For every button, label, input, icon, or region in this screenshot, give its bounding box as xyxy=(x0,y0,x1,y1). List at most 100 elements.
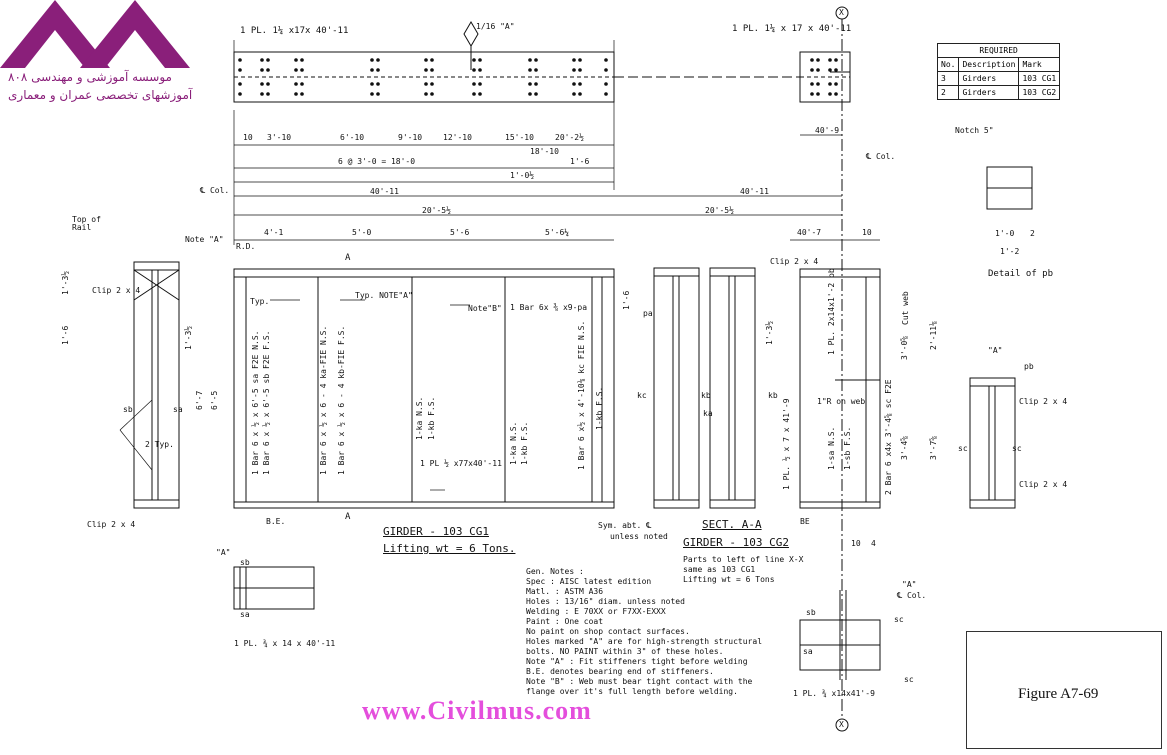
note-line: Spec : AISC latest edition xyxy=(526,577,652,586)
col-mark: Mark xyxy=(1018,57,1061,72)
bolt-hole xyxy=(816,92,820,96)
pb-caption: Detail of pb xyxy=(988,269,1054,279)
cell: 103 CG2 xyxy=(1018,85,1061,100)
bolt-hole xyxy=(266,68,270,72)
note-line: Matl. : ASTM A36 xyxy=(526,587,604,596)
bolt-hole xyxy=(816,68,820,72)
r-on-web-label: 1"R on web xyxy=(817,397,866,406)
bolt-hole xyxy=(478,68,482,72)
title-sect: SECT. A-A xyxy=(702,518,762,531)
top-of-rail-label: Top of Rail xyxy=(72,215,101,232)
bolt-hole xyxy=(260,68,264,72)
company-logo: موسسه آموزشی و مهندسی ۸۰۸ آموزشهای تخصصی… xyxy=(0,0,200,110)
cut-web-label: Cut web xyxy=(901,291,910,325)
sb-label: sb xyxy=(123,405,133,414)
pl-bottom-right-label: 1 PL. ¾ x14x41'-9 xyxy=(793,689,875,698)
dim: 10 xyxy=(851,539,861,548)
note-b-label: Note"B" xyxy=(468,304,502,313)
figure-label: Figure A7-69 xyxy=(1018,686,1099,702)
kb-label: kb xyxy=(768,391,778,400)
pl-77-label: 1 PL ½ x77x40'-11 xyxy=(420,459,502,468)
dim: 40'-9 xyxy=(815,126,840,135)
girder-cg2-end xyxy=(799,268,881,509)
bolt-hole xyxy=(810,68,814,72)
required-table: REQUIRED No. Description Mark 3 Girders … xyxy=(936,43,1061,100)
dim-vert: 1'-3½ xyxy=(184,325,193,350)
right-section xyxy=(969,377,1016,509)
typ-note-a-label: Typ. NOTE"A" xyxy=(355,291,413,300)
sa-label: sa xyxy=(240,610,250,619)
bar-f2e-label: 2 Bar 6 x4x 3'-4⅝ sc F2E xyxy=(884,379,893,495)
bolt-hole xyxy=(528,68,532,72)
sa-label: sa xyxy=(173,405,183,414)
rd-label: R.D. xyxy=(236,242,256,251)
grid-line-x xyxy=(835,6,849,732)
section-cut-label: A xyxy=(345,512,351,522)
bolt-hole xyxy=(300,92,304,96)
bolt-hole xyxy=(430,82,434,86)
bolt-hole xyxy=(828,92,832,96)
pl-bottom-label: 1 PL. ¾ x 14 x 40'-11 xyxy=(234,639,336,648)
bolt-hole xyxy=(472,92,476,96)
a-tag: "A" xyxy=(988,346,1003,355)
bolt-hole xyxy=(238,58,242,62)
bolt-hole xyxy=(534,92,538,96)
bolt-hole xyxy=(424,82,428,86)
bolt-hole xyxy=(472,82,476,86)
bolt-hole xyxy=(266,58,270,62)
clip-label: Clip 2 x 4 xyxy=(1019,480,1068,489)
dim-vert: 1'-6 xyxy=(61,325,70,345)
dim-vert: 1'-3½ xyxy=(61,270,70,295)
bolt-hole xyxy=(376,92,380,96)
unless-label: unless noted xyxy=(610,532,668,541)
bolt-hole xyxy=(424,58,428,62)
kb-fs-label: 1-kb F.S. xyxy=(520,421,529,465)
col-desc: Description xyxy=(958,57,1020,72)
cell: 2 xyxy=(936,85,960,100)
bolt-hole xyxy=(472,68,476,72)
bolt-hole xyxy=(260,58,264,62)
dim: 3'-10 xyxy=(267,133,292,142)
kc-bar-label: 1 Bar 6 x½ x 4'-10⅛ kc FIE N.S. xyxy=(577,320,586,470)
pl-half-label: 1 PL. ½ x 7 x 41'-9 xyxy=(782,398,791,490)
cell: Girders xyxy=(958,85,1020,100)
bolt-hole xyxy=(578,92,582,96)
bolt-hole xyxy=(604,68,608,72)
bolt-hole xyxy=(572,92,576,96)
bolt-hole xyxy=(572,68,576,72)
note-line: Holes : 13/16" diam. unless noted xyxy=(526,597,685,606)
bolt-hole xyxy=(370,68,374,72)
bolt-hole xyxy=(294,92,298,96)
col-no: No. xyxy=(936,57,960,72)
pb-label: pb xyxy=(1024,362,1034,371)
bolt-hole xyxy=(376,58,380,62)
dim: 5'-0 xyxy=(352,228,372,237)
note-line: Paint : One coat xyxy=(526,617,604,626)
watermark: www.Civilmus.com xyxy=(362,696,592,725)
sc-label: sc xyxy=(958,444,968,453)
bar-v4-label: 1 Bar 6 x ½ x 6 - 4 kb-FIE F.S. xyxy=(337,325,346,475)
sb-label: sb xyxy=(806,608,816,617)
dim: 4 xyxy=(871,539,876,548)
dim-vert: 3'-7⅝ xyxy=(929,435,938,460)
note-line: Welding : E 70XX or F7XX-EXXX xyxy=(526,607,666,616)
bolt-hole xyxy=(534,68,538,72)
dim: 12'-10 xyxy=(443,133,472,142)
bolt-hole xyxy=(816,82,820,86)
dim-vert: 2'-11⅛ xyxy=(929,321,938,350)
cg2-note-a: Parts to left of line X-X xyxy=(683,555,804,564)
cl-col-label: ℄ Col. xyxy=(866,152,896,161)
bolt-hole xyxy=(260,82,264,86)
section-a-a xyxy=(653,267,756,509)
sc-label: sc xyxy=(904,675,914,684)
bolt-hole xyxy=(266,82,270,86)
bolt-hole xyxy=(578,58,582,62)
dim: 1'-6 xyxy=(570,157,590,166)
bolt-hole xyxy=(430,68,434,72)
bolt-hole xyxy=(810,92,814,96)
dim-vert: 3'-0⅝ xyxy=(900,335,909,360)
figure-box xyxy=(966,631,1162,749)
bolt-hole xyxy=(294,58,298,62)
cg2-note-b: same as 103 CG1 xyxy=(683,565,756,574)
sb-fs-label: 1-sb F.S. xyxy=(843,426,852,470)
